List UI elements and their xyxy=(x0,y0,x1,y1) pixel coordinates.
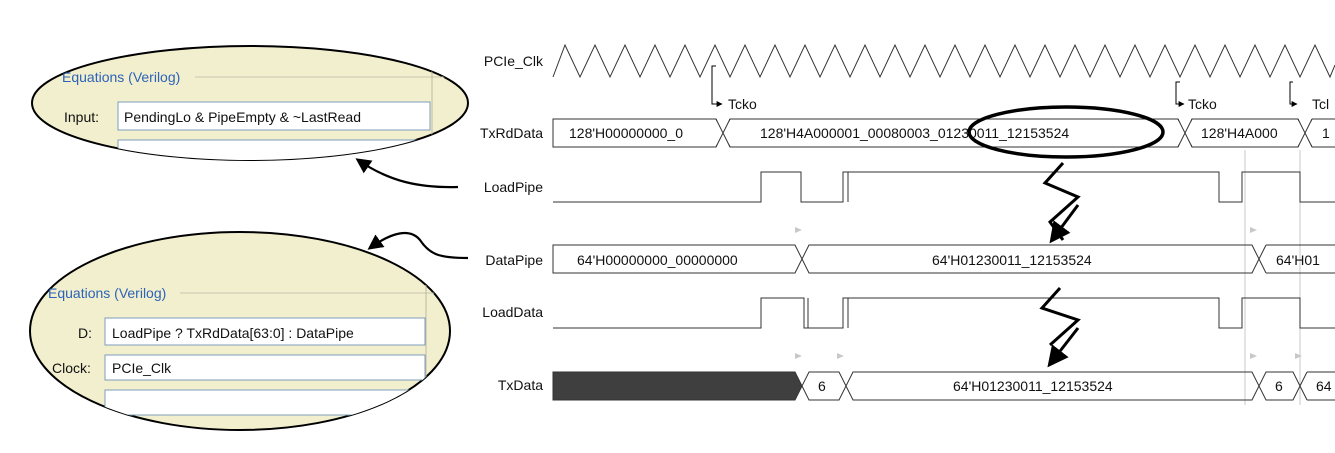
signal-name-txdata: TxData xyxy=(498,377,543,393)
tcl-bracket xyxy=(1289,81,1298,107)
input-field-label: Input: xyxy=(64,109,99,125)
txdata-value-2: 64'H01230011_12153524 xyxy=(953,378,1113,394)
clock-field-label: Clock: xyxy=(52,360,91,376)
bus-segment xyxy=(552,244,803,274)
tick-mark xyxy=(837,353,844,359)
txdata-value-3: 6 xyxy=(1275,378,1283,394)
txdata-value-1: 6 xyxy=(818,378,826,394)
txrddata-value-3: 128'H4A000 xyxy=(1201,125,1278,141)
txdata-value-4: 64 xyxy=(1316,378,1332,394)
equation-panel-bottom: Equations (Verilog) D: LoadPipe ? TxRdDa… xyxy=(29,231,451,431)
tcko-marker-2: Tcko xyxy=(1175,81,1217,112)
tick-mark xyxy=(1295,353,1302,359)
callout-arrow-datapipe xyxy=(367,231,469,260)
tcko-label: Tcko xyxy=(1188,96,1217,112)
tcl-label: Tcl xyxy=(1312,96,1329,112)
equation-panel-top: Equations (Verilog) Input: PendingLo & P… xyxy=(31,45,469,161)
lightning-arrow-2-head xyxy=(1047,327,1080,368)
signal-name-txrddata: TxRdData xyxy=(480,125,543,141)
timing-guides xyxy=(1244,150,1301,405)
datapipe-bus xyxy=(552,244,1335,274)
highlight-ellipse xyxy=(967,105,1165,159)
next-equation-field[interactable] xyxy=(104,389,426,416)
tcko-marker-3: Tcl xyxy=(1289,81,1329,112)
d-field-value: LoadPipe ? TxRdData[63:0] : DataPipe xyxy=(112,325,354,341)
txrddata-value-4: 1 xyxy=(1322,125,1330,141)
txdata-bus xyxy=(801,371,1335,401)
datapipe-value-3: 64'H01 xyxy=(1276,252,1320,268)
loadpipe-waveform xyxy=(553,171,1335,203)
datapipe-value-1: 64'H00000000_00000000 xyxy=(577,252,738,268)
bus-segment xyxy=(1258,244,1335,274)
callout-arrow-loadpipe xyxy=(355,158,459,189)
signal-name-pcie-clk: PCIe_Clk xyxy=(484,53,544,69)
d-field-label: D: xyxy=(78,325,92,341)
tcko-marker-1: Tcko xyxy=(711,65,757,112)
tick-mark xyxy=(1250,353,1257,359)
txrddata-value-1: 128'H00000000_0 xyxy=(569,125,683,141)
panel-top-title: Equations (Verilog) xyxy=(62,69,180,85)
tick-mark xyxy=(795,353,802,359)
signal-name-loadpipe: LoadPipe xyxy=(484,179,543,195)
tcko-label: Tcko xyxy=(728,96,757,112)
bus-segment xyxy=(1258,371,1301,401)
panel-bottom-title: Equations (Verilog) xyxy=(48,285,166,301)
tick-mark xyxy=(795,227,802,233)
bus-segment xyxy=(1299,371,1335,401)
tick-mark xyxy=(1250,227,1257,233)
datapipe-value-2: 64'H01230011_12153524 xyxy=(932,252,1092,268)
tcko-bracket xyxy=(711,65,723,107)
signal-name-datapipe: DataPipe xyxy=(485,252,543,268)
lightning-arrow-2-body xyxy=(1039,286,1081,347)
tcko-bracket xyxy=(1175,81,1185,107)
input-field-value: PendingLo & PipeEmpty & ~LastRead xyxy=(124,109,361,125)
bus-segment xyxy=(845,371,1260,401)
txdata-undefined-segment xyxy=(552,371,803,401)
clock-field-value: PCIe_Clk xyxy=(112,360,172,376)
edge-tick-marks xyxy=(795,227,1302,359)
bus-segment xyxy=(801,371,847,401)
lightning-arrow-1-head xyxy=(1049,204,1080,244)
d-equation-field[interactable] xyxy=(104,317,426,346)
clock-waveform xyxy=(552,43,1335,79)
input-equation-field[interactable] xyxy=(117,101,431,131)
signal-name-loaddata: LoadData xyxy=(482,304,543,320)
bus-transitions xyxy=(715,118,1313,148)
loaddata-waveform xyxy=(553,297,1335,329)
bus-segment xyxy=(801,244,1260,274)
clock-equation-field[interactable] xyxy=(104,354,426,381)
txrddata-value-2: 128'H4A000001_00080003_01230011_12153524 xyxy=(760,125,1069,141)
